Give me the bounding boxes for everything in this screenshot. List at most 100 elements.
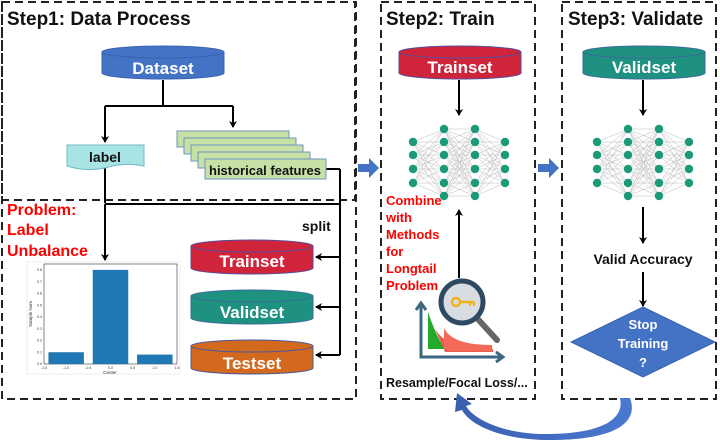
- network-node: [470, 137, 480, 147]
- step2-to-step3-arrow: [538, 158, 559, 178]
- network-node: [623, 137, 633, 147]
- chart-xtick-label: 0.5: [130, 366, 135, 370]
- network-edge: [596, 128, 629, 143]
- network-node: [408, 164, 418, 174]
- chart-xtick-label: -0.5: [85, 366, 91, 370]
- network-edge: [474, 141, 506, 197]
- split-testset-label: Testset: [223, 354, 282, 373]
- network-node: [592, 178, 602, 188]
- historical-features-stack: historical features: [176, 130, 327, 180]
- network-edge: [474, 141, 506, 170]
- chart-xlabel: Center: [103, 370, 117, 375]
- features-text: historical features: [209, 163, 321, 178]
- network-node: [654, 191, 664, 201]
- network-edge: [627, 168, 660, 197]
- split-testset-cylinder: Testset: [190, 339, 314, 375]
- chart-ytick-label: 0.1: [37, 350, 42, 354]
- network-edge: [474, 141, 506, 184]
- network-node: [684, 164, 694, 174]
- panel-3-border: [561, 1, 717, 400]
- network-edge: [474, 168, 506, 184]
- network-edge: [443, 141, 476, 156]
- magnifier-key-icon: [438, 278, 500, 343]
- chart-bar: [92, 269, 129, 364]
- network-node: [500, 150, 510, 160]
- step1-title: Step1: Data Process: [7, 9, 191, 30]
- network-node: [470, 150, 480, 160]
- decision-line-2: Training: [618, 336, 669, 351]
- network-node: [654, 137, 664, 147]
- network-edge: [443, 141, 476, 197]
- step2-title: Step2: Train: [386, 9, 495, 30]
- network-edge: [627, 141, 660, 156]
- decision-line-1: Stop: [629, 317, 658, 332]
- network-edge: [443, 128, 476, 156]
- network-edge: [412, 182, 445, 197]
- network-edge: [474, 154, 506, 170]
- network-edge: [627, 128, 660, 197]
- network-edge: [412, 141, 445, 156]
- network-edge: [443, 182, 476, 197]
- network-edge: [658, 154, 690, 170]
- label-text: label: [89, 149, 121, 165]
- combine-line-4: for: [386, 244, 403, 259]
- network-edge: [443, 168, 476, 184]
- network-node: [439, 178, 449, 188]
- network-edge: [474, 128, 506, 170]
- network-edge: [627, 168, 660, 184]
- network-edge: [596, 154, 629, 197]
- panel-2-box: [380, 2, 535, 210]
- network-edge: [596, 141, 629, 184]
- validate-neural-network: [592, 124, 694, 201]
- network-edge: [627, 128, 660, 170]
- network-edge: [627, 141, 660, 197]
- network-node: [408, 150, 418, 160]
- network-edge: [596, 141, 629, 156]
- panel-train-dashed: [380, 2, 535, 210]
- chart-ytick-label: 0.0: [37, 362, 42, 366]
- chart-xtick-label: 0.0: [108, 366, 113, 370]
- network-edge: [596, 182, 629, 197]
- combine-note: Combine with Methods for Longtail Proble…: [385, 193, 442, 293]
- network-edge: [627, 128, 660, 156]
- longtail-icon: [414, 300, 506, 364]
- network-edge: [596, 168, 629, 184]
- network-node: [408, 178, 418, 188]
- network-edge: [474, 128, 506, 143]
- network-edge: [412, 128, 445, 156]
- dataset-cylinder: Dataset: [101, 45, 225, 80]
- network-node: [470, 191, 480, 201]
- network-edge: [474, 128, 506, 184]
- combine-line-1: Combine: [386, 193, 442, 208]
- step2-outline: [380, 2, 555, 210]
- network-edge: [658, 128, 690, 184]
- network-node: [592, 137, 602, 147]
- network-node: [470, 124, 480, 134]
- network-edge: [658, 141, 690, 170]
- network-edge: [658, 141, 690, 156]
- chart-xtick-label: -1.0: [63, 366, 69, 370]
- chart-ytick-label: 0.4: [37, 315, 42, 319]
- network-node: [684, 137, 694, 147]
- valid-accuracy-label: Valid Accuracy: [593, 251, 692, 267]
- network-edge: [443, 128, 476, 197]
- label-box: label: [66, 144, 145, 171]
- network-node: [684, 150, 694, 160]
- panel-step2-frame: [381, 2, 554, 209]
- network-node: [439, 164, 449, 174]
- network-edge: [474, 168, 506, 197]
- network-node: [500, 178, 510, 188]
- network-edge: [658, 182, 690, 197]
- network-edge: [412, 154, 445, 184]
- split-label: split: [302, 218, 331, 234]
- chart-ytick-label: 0.5: [37, 303, 42, 307]
- network-node: [654, 164, 664, 174]
- combine-line-2: with: [385, 210, 412, 225]
- network-node: [623, 150, 633, 160]
- loop-back-arrow: [455, 393, 632, 441]
- chart-bar: [48, 352, 84, 364]
- network-edge: [658, 168, 690, 184]
- network-node: [500, 137, 510, 147]
- network-edge: [596, 168, 629, 197]
- network-edge: [658, 128, 690, 170]
